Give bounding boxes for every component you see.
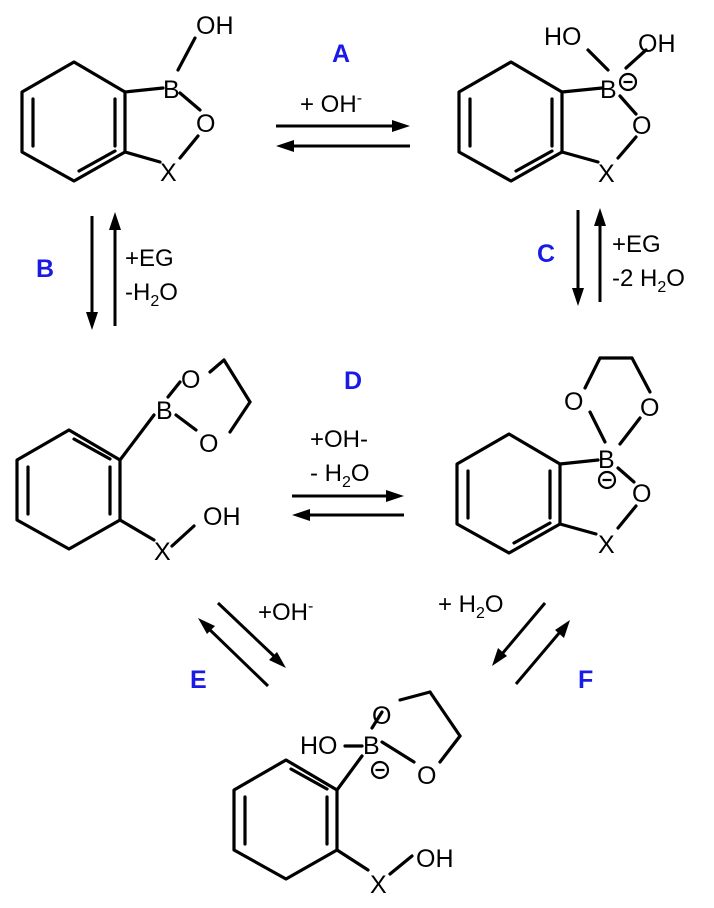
step-a-condition: + OH- — [300, 90, 362, 118]
step-a: A + OH- — [276, 40, 410, 152]
molecule-hydroxy-glycol-boronate: HO B O O X OH — [232, 690, 462, 899]
step-label-a: A — [332, 40, 350, 68]
step-b-condition-2: -H2O — [125, 279, 178, 310]
negative-charge-icon — [370, 760, 390, 780]
atom-oxygen-1: O — [372, 702, 391, 730]
atom-x: X — [154, 538, 171, 566]
step-c: C +EG -2 H2O — [537, 208, 685, 306]
forward-arrow-head — [572, 288, 584, 306]
reverse-arrow-head — [555, 620, 570, 638]
atom-ring-oxygen: O — [632, 480, 651, 508]
forward-arrow-head — [392, 120, 410, 132]
step-e: E +OH- — [190, 598, 313, 694]
reverse-arrow-head — [594, 208, 606, 226]
atom-boron: B — [598, 446, 615, 474]
atom-x: X — [598, 160, 615, 188]
atom-ho-1: HO — [544, 23, 582, 51]
step-label-e: E — [190, 666, 207, 694]
step-b: B +EG -H2O — [36, 212, 178, 330]
atom-oxygen-2: O — [199, 430, 218, 458]
reverse-arrow-head — [109, 212, 121, 230]
step-label-b: B — [36, 255, 54, 283]
step-label-f: F — [578, 666, 593, 694]
atom-boron: B — [600, 76, 617, 104]
forward-arrow — [500, 602, 547, 655]
atom-oh: OH — [416, 845, 454, 873]
atom-ring-oxygen: O — [196, 110, 215, 138]
forward-arrow-head — [86, 312, 98, 330]
negative-charge-icon — [618, 72, 638, 92]
step-d-condition-2: - H2O — [310, 460, 370, 491]
step-e-condition: +OH- — [258, 598, 313, 626]
reverse-arrow — [514, 631, 562, 685]
molecule-spiroborate: O O B O X — [455, 356, 659, 559]
step-f: F + H2O — [438, 591, 593, 694]
atom-oxygen-2: O — [417, 762, 436, 790]
reverse-arrow-head — [276, 140, 294, 152]
reverse-arrow-head — [292, 509, 310, 521]
atom-oh-hydroxyl: OH — [196, 12, 234, 40]
atom-x: X — [370, 871, 387, 899]
atom-boron: B — [156, 397, 173, 425]
negative-charge-icon — [597, 470, 617, 490]
forward-arrow-head — [386, 490, 404, 502]
atom-ring-oxygen: O — [632, 112, 651, 140]
reverse-arrow — [206, 626, 270, 688]
step-label-d: D — [344, 367, 362, 395]
step-d-condition-1: +OH- — [310, 426, 368, 453]
molecule-boronate-anion: HO OH B O X — [457, 23, 676, 188]
step-c-condition-1: +EG — [612, 231, 661, 258]
reverse-arrow-head — [198, 618, 215, 634]
atom-boron: B — [163, 76, 180, 104]
forward-arrow-head — [492, 648, 507, 666]
forward-arrow-head — [269, 652, 286, 668]
atom-oh: OH — [203, 503, 241, 531]
step-f-condition: + H2O — [438, 591, 504, 622]
atom-x: X — [598, 531, 615, 559]
forward-arrow — [216, 601, 278, 660]
atom-ho: HO — [300, 732, 338, 760]
atom-oxygen-1: O — [181, 366, 200, 394]
molecule-benzoxaborole: OH B O X — [20, 12, 234, 187]
molecule-glycol-ester: B O O X OH — [15, 358, 252, 566]
step-c-condition-2: -2 H2O — [612, 265, 685, 296]
step-label-c: C — [537, 240, 555, 268]
atom-oh-2: OH — [638, 30, 676, 58]
step-d: D +OH- - H2O — [292, 367, 404, 521]
atom-x: X — [160, 159, 177, 187]
atom-oxygen-1: O — [564, 388, 583, 416]
atom-boron: B — [363, 732, 380, 760]
step-b-condition-1: +EG — [125, 245, 174, 272]
atom-oxygen-2: O — [640, 394, 659, 422]
